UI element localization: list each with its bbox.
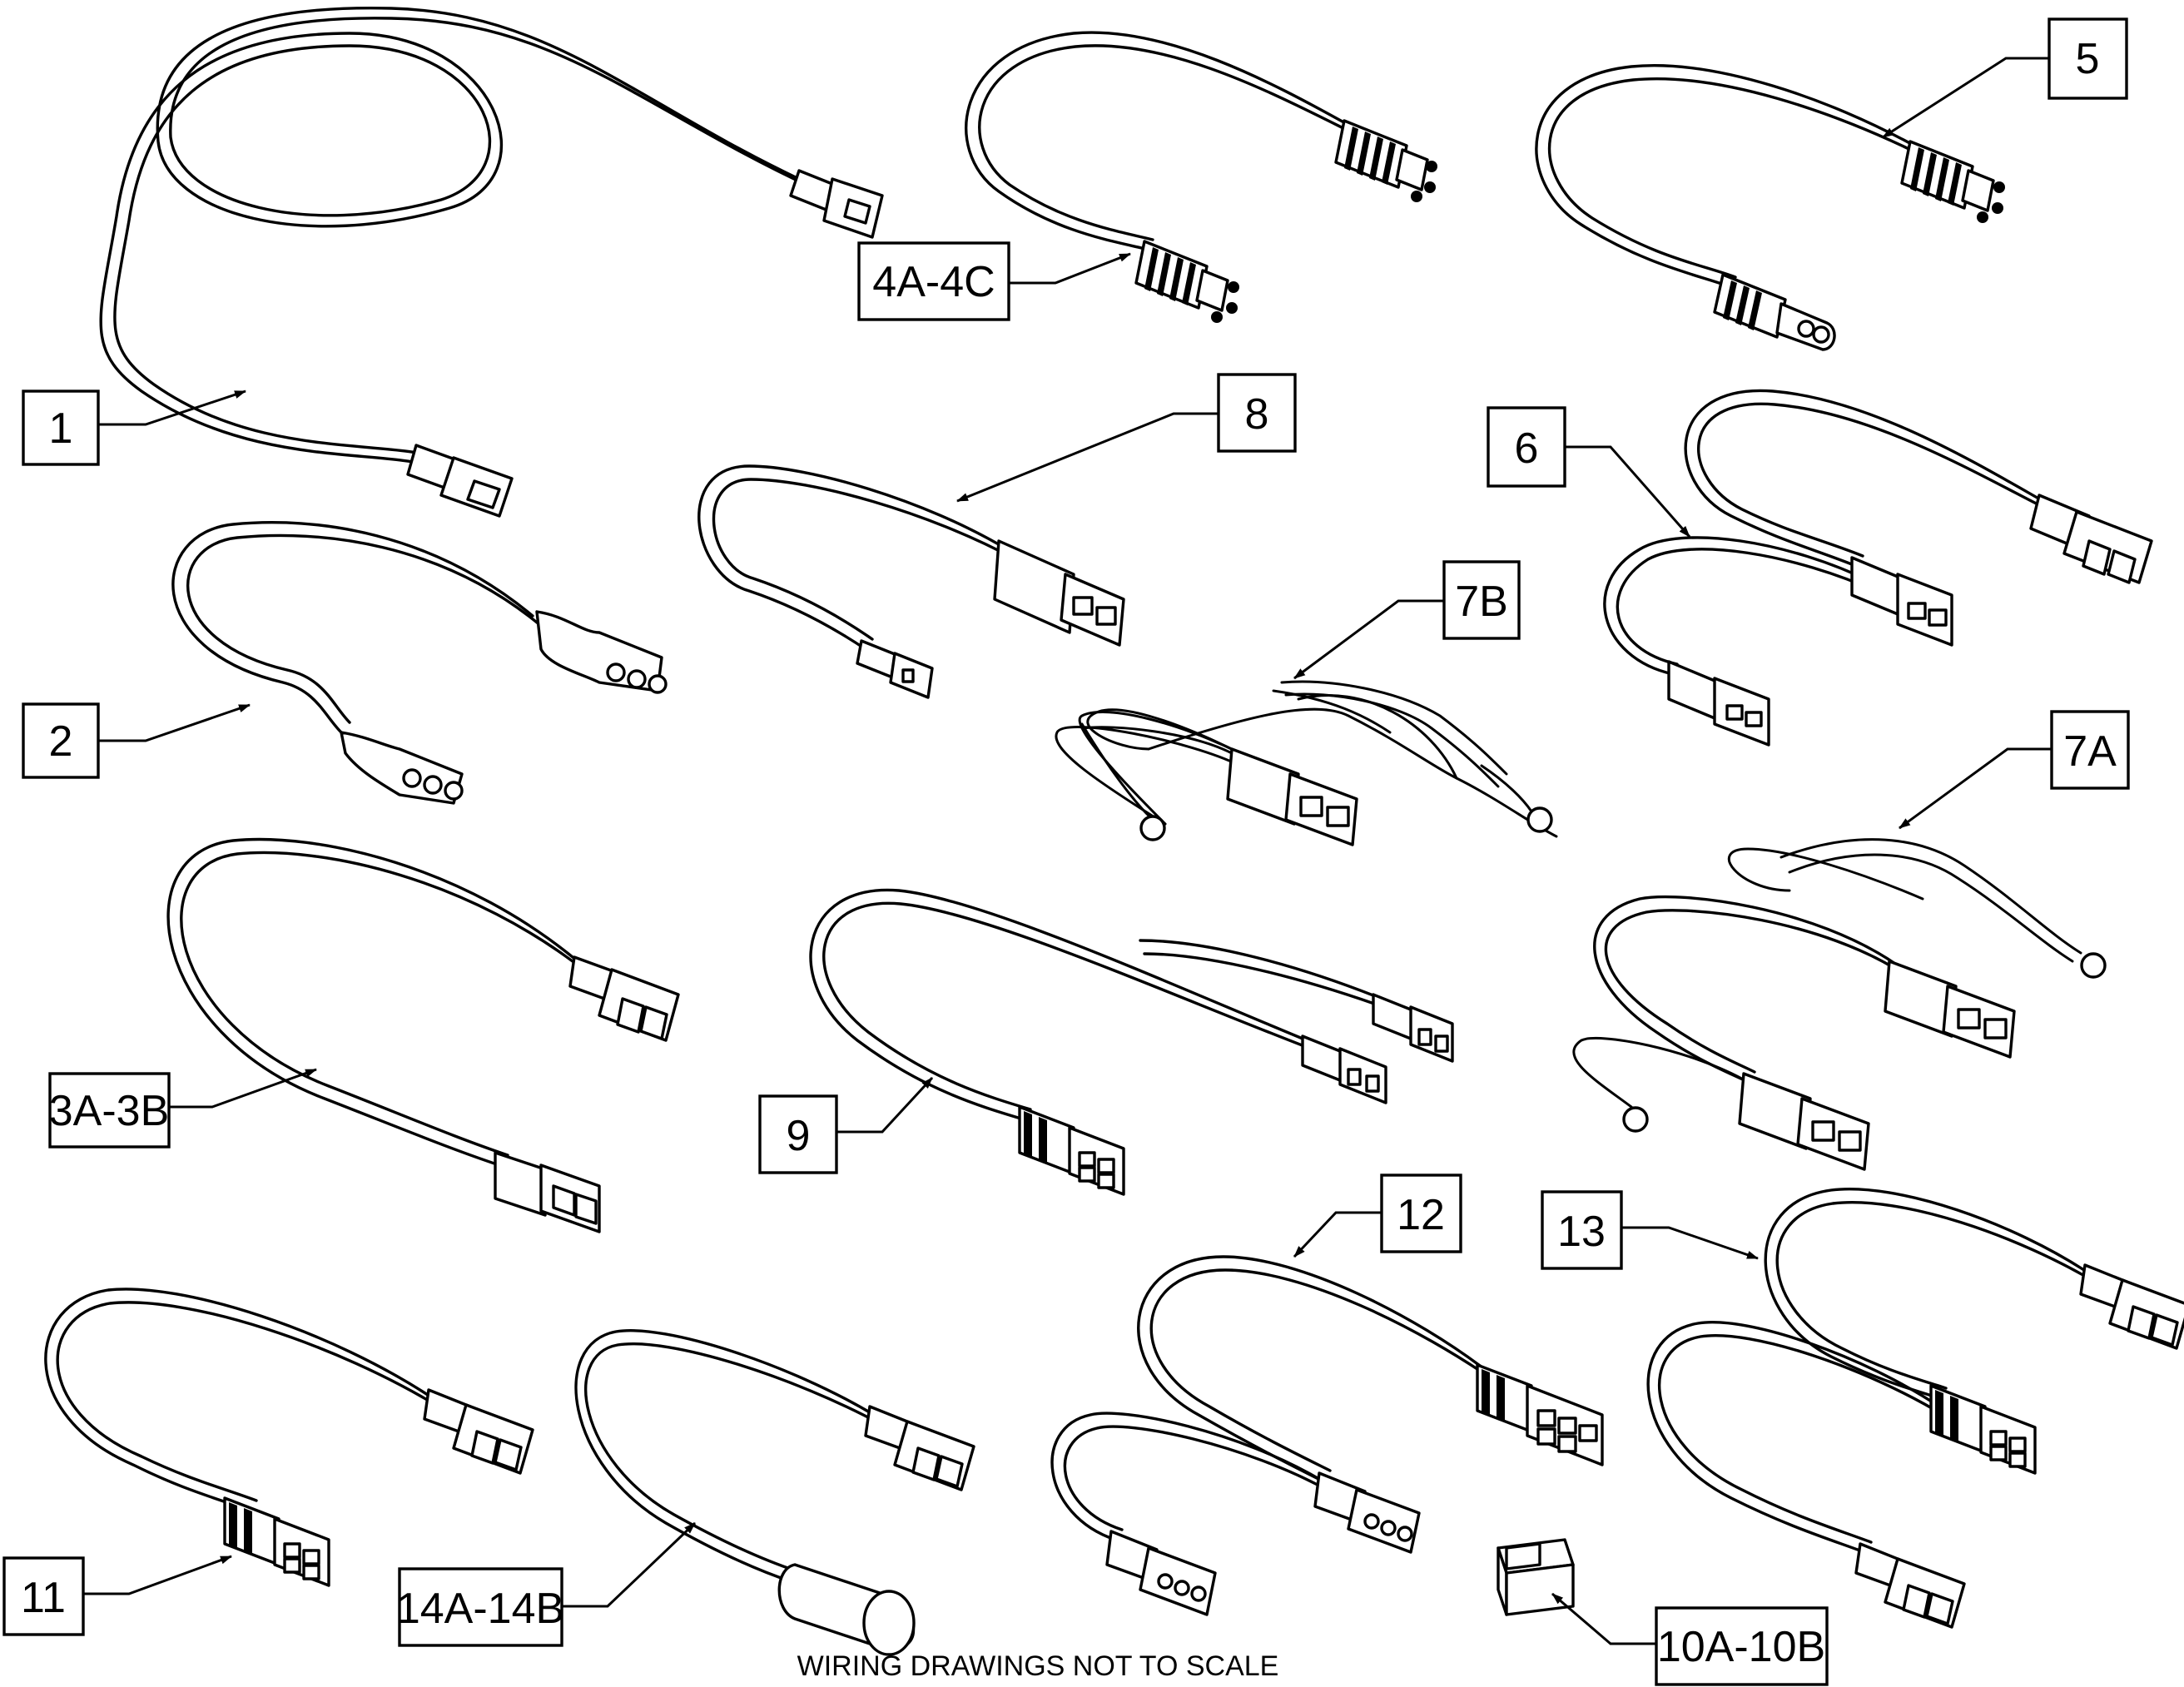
callout-label-7b: 7B (1455, 578, 1508, 626)
cable-2-connector-bottom (340, 731, 464, 805)
cable-9-connector-right-2 (1301, 1035, 1387, 1104)
callout-12: 12 (1293, 1173, 1462, 1258)
callout-label-3a-3b: 3A-3B (49, 1087, 170, 1135)
callout-label-5: 5 (2076, 35, 2100, 83)
callout-11: 11 (2, 1555, 232, 1636)
callout-9: 9 (758, 1076, 934, 1174)
cable-12-connector-middle (1313, 1471, 1421, 1554)
cable-9 (809, 888, 1454, 1196)
cable-6-connector-bottom (1667, 660, 1770, 747)
callout-10a-10b: 10A-10B (1551, 1592, 1829, 1686)
cable-8 (697, 464, 1125, 699)
cable-1-connector-top (789, 169, 884, 239)
cable-6-connector-top (2029, 494, 2153, 584)
callout-label-9: 9 (787, 1112, 811, 1160)
callout-label-14a-14b: 14A-14B (396, 1585, 564, 1633)
cable-5 (1535, 64, 2005, 351)
cable-8-connector-bottom (856, 639, 934, 699)
cable-8-connector-top (993, 539, 1125, 647)
callout-4a-4c: 4A-4C (857, 241, 1131, 321)
callout-label-13: 13 (1557, 1208, 1606, 1256)
cable-13 (1646, 1188, 2184, 1629)
cable-12-connector-bottom (1105, 1530, 1217, 1616)
cable-3-connector-bottom (494, 1151, 601, 1233)
cable-9-connector-right-1 (1372, 993, 1454, 1063)
callout-13: 13 (1541, 1190, 1759, 1270)
part-10a-10b-block (1497, 1538, 1575, 1616)
callout-label-7a: 7A (2063, 727, 2117, 776)
callout-8: 8 (956, 373, 1297, 503)
cable-12 (1050, 1255, 1604, 1616)
cable-6 (1603, 389, 2153, 747)
footer-note: WIRING DRAWINGS NOT TO SCALE (797, 1650, 1279, 1682)
cable-4a-4c (965, 31, 1437, 323)
cable-2 (171, 520, 668, 805)
callout-3a-3b: 3A-3B (48, 1068, 317, 1149)
cable-14-plug (777, 1563, 916, 1656)
callout-label-6: 6 (1515, 424, 1539, 473)
cable-14-connector-top (864, 1405, 975, 1491)
cable-9-connector-bottom (1018, 1105, 1125, 1196)
cable-11 (44, 1288, 534, 1587)
callout-5: 5 (1882, 17, 2128, 139)
cable-11-connector-top (423, 1388, 534, 1475)
cable-6-connector-middle (1850, 556, 1953, 647)
callout-label-1: 1 (49, 404, 73, 453)
callout-6: 6 (1487, 406, 1691, 538)
cable-4-connector-bottom (1134, 240, 1239, 323)
cable-2-connector-top (535, 610, 668, 694)
callout-label-10a-10b: 10A-10B (1657, 1623, 1825, 1671)
callout-label-12: 12 (1397, 1191, 1445, 1239)
callout-label-2: 2 (49, 717, 73, 766)
callout-2: 2 (22, 702, 251, 779)
cable-1-connector-bottom (406, 444, 514, 518)
callout-label-4a-4c: 4A-4C (872, 258, 995, 306)
cable-13-connector-bottom (1854, 1542, 1966, 1629)
cable-13-connector-top (2079, 1263, 2184, 1350)
callout-1: 1 (22, 389, 246, 466)
cable-3-connector-top (568, 955, 680, 1042)
callout-label-11: 11 (21, 1574, 66, 1622)
callout-7b: 7B (1293, 560, 1521, 680)
callout-7a: 7A (1899, 710, 2130, 830)
callout-14a-14b: 14A-14B (396, 1521, 697, 1647)
cable-5-connector-top (1900, 140, 2005, 223)
cable-14a-14b (574, 1329, 975, 1656)
cable-1 (99, 6, 884, 518)
cable-12-connector-top (1476, 1363, 1604, 1466)
cable-13-connector-middle (1929, 1384, 2037, 1475)
cable-11-connector-bottom (223, 1496, 330, 1587)
cable-4-connector-top (1334, 119, 1437, 202)
cable-5-connector-bottom (1713, 273, 1836, 351)
cable-7a (1572, 838, 2107, 1171)
cable-7b (1055, 680, 1558, 846)
cable-3a-3b (166, 837, 680, 1233)
callout-label-8: 8 (1245, 390, 1269, 439)
